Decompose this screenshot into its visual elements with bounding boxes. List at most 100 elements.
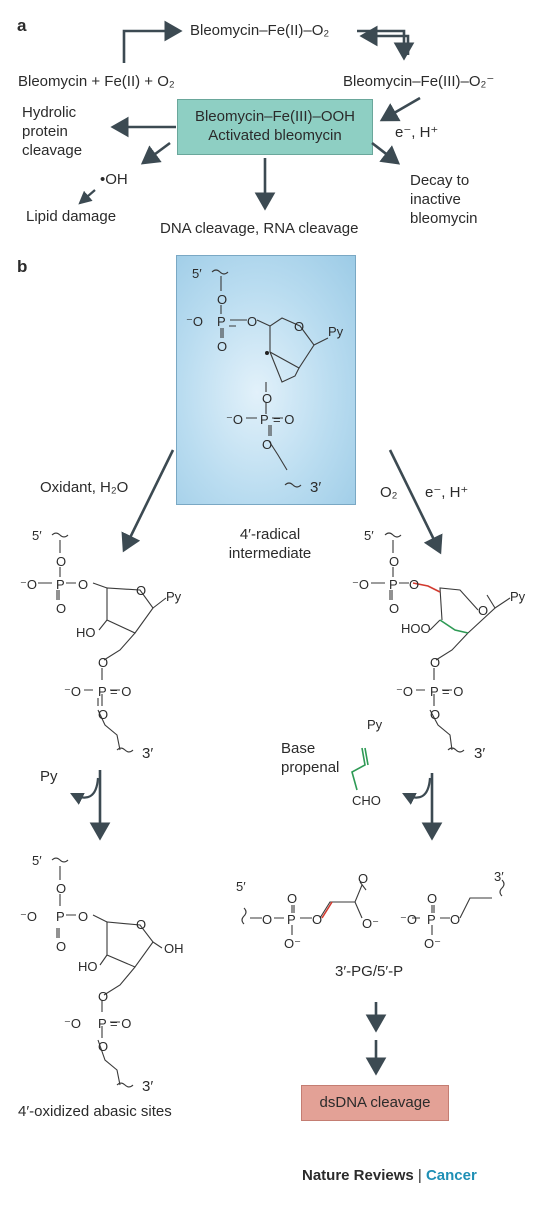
three-prime: 3′ <box>142 1078 154 1095</box>
arrow-propenal-release <box>402 777 432 805</box>
atom-o: O <box>98 655 109 670</box>
atom-o: O <box>247 314 258 329</box>
atom-o-minus: ⁻O <box>186 314 203 329</box>
base-propenal-2: propenal <box>281 759 340 776</box>
dsdna-cleavage-box <box>301 1085 449 1121</box>
radical-intermediate-box <box>176 255 356 505</box>
atom-o: O <box>312 912 323 927</box>
atom-p: P <box>56 577 65 592</box>
radical-dot <box>265 351 269 355</box>
atom-ho: HO <box>76 625 96 640</box>
arrow-py-release <box>70 777 100 805</box>
five-prime: 5′ <box>32 853 42 868</box>
atom-o: O <box>389 554 400 569</box>
decay-line-3: bleomycin <box>410 210 478 227</box>
bleomycin-fe2-o2: Bleomycin–Fe(II)–O₂ <box>190 22 330 39</box>
arrow-radical-to-left <box>121 449 175 553</box>
arrow-reactants-to-top <box>122 20 183 63</box>
base-propenal-1: Base <box>281 740 316 757</box>
py-released: Py <box>40 768 58 785</box>
publisher-name: Nature Reviews <box>302 1167 414 1184</box>
oxygen-label: O₂ <box>380 484 398 501</box>
atom-oh: OH <box>164 941 184 956</box>
electron-proton-b: e⁻, H⁺ <box>425 484 469 501</box>
five-prime: 5′ <box>236 879 246 894</box>
superoxo-label: Bleomycin–Fe(III)–O₂⁻ <box>343 73 495 90</box>
atom-p: P <box>98 1016 107 1031</box>
radical-caption-1: 4′-radical <box>239 526 301 543</box>
atom-o: O <box>56 881 67 896</box>
arrow-radical-to-right <box>388 449 443 555</box>
three-prime: 3′ <box>494 869 504 884</box>
arrow-to-decay <box>371 141 401 165</box>
hydrolic-line-2: protein <box>22 123 68 140</box>
atom-o: O <box>450 912 461 927</box>
hydrolic-line-1: Hydrolic <box>22 104 77 121</box>
arrow-superoxo-back <box>359 25 410 55</box>
three-prime: 3′ <box>142 745 154 762</box>
pg-p-caption: 3′-PG/5′-P <box>335 963 404 980</box>
journal-name: Cancer <box>425 1167 477 1184</box>
propenal-py: Py <box>367 717 383 732</box>
atom-o: O <box>217 339 228 354</box>
five-prime: 5′ <box>364 528 374 543</box>
atom-p: P <box>98 684 107 699</box>
atom-o-minus: ⁻O <box>20 909 37 924</box>
atom-eq-o: = O <box>273 412 295 427</box>
electron-proton: e⁻, H⁺ <box>395 124 439 141</box>
activated-line-1: Bleomycin–Fe(III)–OOH <box>194 108 356 125</box>
red-bond-fragment <box>321 901 333 919</box>
atom-o-minus: ⁻O <box>226 412 243 427</box>
arrow-superoxo-to-center <box>379 96 421 122</box>
atom-o: O <box>427 891 438 906</box>
atom-p: P <box>217 314 226 329</box>
red-bond <box>412 582 441 593</box>
atom-o: O <box>56 601 67 616</box>
five-prime: 5′ <box>192 266 202 281</box>
dna-rna-cleavage: DNA cleavage, RNA cleavage <box>160 220 359 237</box>
atom-p: P <box>430 684 439 699</box>
propenal-cho: CHO <box>352 793 381 808</box>
five-prime: 5′ <box>32 528 42 543</box>
atom-o-minus: ⁻O <box>400 912 417 927</box>
atom-o: O <box>98 707 109 722</box>
atom-o-minus-right: O⁻ <box>284 936 301 951</box>
propenal-bond <box>351 747 366 791</box>
panel-a-label: a <box>17 16 27 35</box>
lipid-damage: Lipid damage <box>26 208 117 225</box>
atom-o: O <box>217 292 228 307</box>
reactants-label: Bleomycin + Fe(II) + O₂ <box>18 73 175 90</box>
atom-py: Py <box>328 324 344 339</box>
atom-o: O <box>56 939 67 954</box>
footer-separator: | <box>413 1167 426 1184</box>
atom-p: P <box>56 909 65 924</box>
atom-o-minus: ⁻O <box>64 1016 81 1031</box>
decay-line-2: inactive <box>410 191 461 208</box>
atom-o: O <box>287 891 298 906</box>
atom-o: O <box>98 989 109 1004</box>
atom-py: Py <box>510 589 526 604</box>
atom-o: O <box>262 912 273 927</box>
atom-o: O <box>389 601 400 616</box>
atom-o: O <box>56 554 67 569</box>
atom-o-minus: ⁻O <box>20 577 37 592</box>
atom-o: O <box>430 707 441 722</box>
atom-eq-o: = O <box>442 684 464 699</box>
atom-o-minus: ⁻O <box>64 684 81 699</box>
atom-o: O <box>430 655 441 670</box>
atom-o: O <box>136 583 147 598</box>
atom-o: O <box>478 603 489 618</box>
three-prime: 3′ <box>474 745 486 762</box>
arrow-to-oh <box>140 141 171 165</box>
atom-ho: HO <box>78 959 98 974</box>
atom-hoo: HOO <box>401 621 431 636</box>
atom-eq-o: = O <box>110 684 132 699</box>
hydrolic-line-3: cleavage <box>22 142 83 159</box>
oxidant-water: Oxidant, H₂O <box>40 479 129 496</box>
atom-o: O <box>136 917 147 932</box>
radical-caption-2: intermediate <box>228 545 312 562</box>
dsdna-cleavage-label: dsDNA cleavage <box>319 1094 431 1111</box>
atom-o-minus: ⁻O <box>352 577 369 592</box>
